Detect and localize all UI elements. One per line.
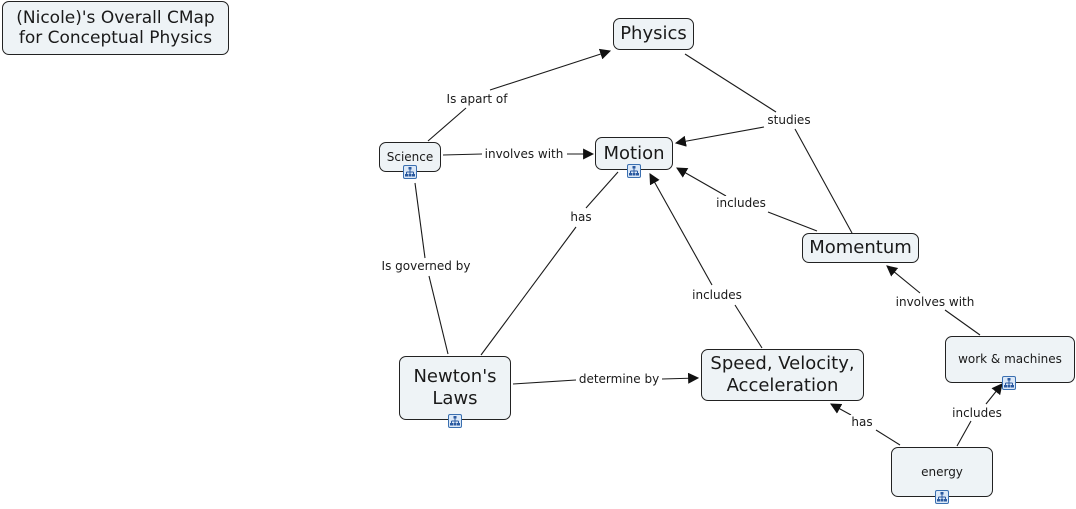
concept-newtons-laws[interactable]: Newton's Laws (399, 356, 511, 420)
line-newton-to-determineby (512, 379, 577, 385)
link-includes-energy-work[interactable]: includes (950, 406, 1004, 420)
concept-label: Science (386, 149, 434, 164)
link-has-energy-sva[interactable]: has (849, 415, 875, 429)
concept-label: Speed, Velocity, Acceleration (710, 353, 855, 396)
line-energy-to-includes (956, 420, 972, 447)
link-involves-with-work-momentum[interactable]: involves with (893, 295, 977, 309)
link-determine-by[interactable]: determine by (576, 372, 662, 386)
line-work-to-involveswith (944, 309, 981, 336)
newtons-laws-resource-icon[interactable] (448, 414, 462, 428)
line-science-to-isgovernedby (414, 182, 426, 259)
science-resource-icon[interactable] (403, 165, 417, 179)
line-has-to-newton (480, 226, 577, 356)
line-involveswith-to-momentum (886, 265, 921, 294)
line-isgovernedby-to-newton (428, 275, 449, 355)
concept-label: Motion (603, 142, 665, 164)
line-science-to-involveswith (442, 153, 483, 156)
line-determineby-to-sva (661, 372, 700, 384)
map-title-node[interactable]: (Nicole)'s Overall CMap for Conceptual P… (2, 1, 229, 55)
concept-label: Momentum (809, 237, 912, 259)
line-science-to-isapartof (427, 107, 467, 142)
line-momentum-to-includes (767, 211, 818, 232)
link-involves-with-science-motion[interactable]: involves with (482, 147, 566, 161)
energy-resource-icon[interactable] (935, 490, 949, 504)
line-includes-to-work (985, 383, 1003, 405)
concept-physics[interactable]: Physics (613, 18, 694, 50)
concept-momentum[interactable]: Momentum (802, 233, 919, 263)
link-is-governed-by[interactable]: Is governed by (379, 259, 473, 273)
concept-label: energy (921, 464, 963, 479)
line-includes-to-motion-2 (649, 173, 713, 286)
concept-speed-velocity-acceleration[interactable]: Speed, Velocity, Acceleration (701, 349, 864, 401)
line-momentum-to-studies (794, 128, 853, 234)
link-includes-momentum-motion[interactable]: includes (714, 196, 768, 210)
link-studies[interactable]: studies (765, 113, 813, 127)
line-studies-to-motion (674, 126, 765, 147)
concept-label: work & machines (958, 352, 1062, 367)
link-has-motion-newton[interactable]: has (568, 210, 594, 224)
line-has-to-sva (830, 403, 852, 416)
motion-resource-icon[interactable] (627, 164, 641, 178)
line-sva-to-includes (734, 304, 763, 349)
line-isapartof-to-physics (489, 48, 612, 91)
link-is-apart-of[interactable]: Is apart of (444, 92, 510, 106)
line-energy-to-has (875, 429, 901, 446)
link-includes-sva-motion[interactable]: includes (690, 288, 744, 302)
line-physics-to-studies (684, 53, 777, 113)
map-title: (Nicole)'s Overall CMap for Conceptual P… (16, 7, 215, 48)
work-machines-resource-icon[interactable] (1002, 376, 1016, 390)
line-includes-to-motion (676, 167, 727, 197)
line-motion-to-has (585, 171, 619, 209)
concept-label: Physics (620, 23, 687, 45)
concept-label: Newton's Laws (413, 366, 497, 409)
